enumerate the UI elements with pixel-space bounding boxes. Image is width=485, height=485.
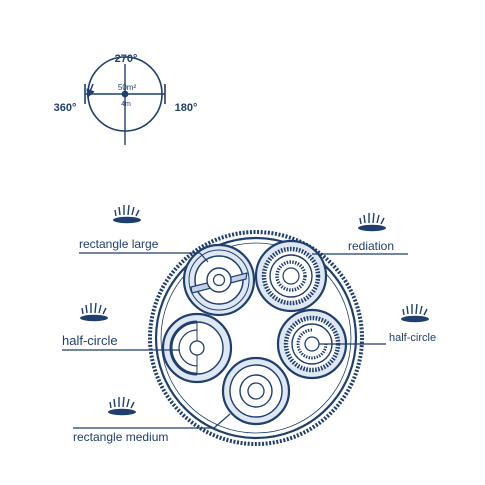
spray-icon	[113, 204, 141, 224]
spray-icon	[80, 302, 108, 322]
label-rectangle-medium-text: rectangle medium	[73, 430, 168, 444]
compass-label-right: 180°	[175, 102, 198, 114]
label-half-circle-left-text: half-circle	[62, 333, 118, 348]
label-half-circle-left: half-circle	[62, 333, 180, 351]
nozzle-rectangle-large	[182, 243, 256, 317]
rotation-compass: 270° 360° 180° 50m² 4m	[54, 53, 198, 145]
nozzle-half-circle-left	[161, 312, 233, 384]
rotation-direction-arrow-icon	[86, 83, 95, 99]
nozzle-rectangle-medium	[221, 356, 291, 426]
nozzle-half-circle-right	[276, 308, 348, 380]
dial-inner-ring	[160, 242, 352, 434]
compass-label-left: 360°	[54, 102, 77, 114]
compass-center-dot	[121, 90, 129, 98]
label-rediation: rediation	[312, 239, 408, 255]
spray-icon	[358, 212, 386, 232]
label-rectangle-medium: rectangle medium	[73, 413, 231, 444]
label-half-circle-right-text: half-circle	[389, 332, 436, 344]
pattern-selector-dial	[148, 230, 364, 446]
label-rectangle-large-text: rectangle large	[79, 237, 159, 251]
label-rediation-text: rediation	[348, 239, 394, 253]
spray-icon	[401, 303, 429, 323]
spray-icon	[108, 396, 136, 416]
compass-area-label: 50m²	[118, 83, 137, 92]
compass-radius-label: 4m	[121, 101, 131, 108]
label-half-circle-right: half-circle	[338, 332, 436, 345]
nozzle-rediation	[254, 239, 328, 313]
compass-label-top: 270°	[115, 53, 138, 65]
label-rectangle-large: rectangle large	[79, 237, 209, 263]
